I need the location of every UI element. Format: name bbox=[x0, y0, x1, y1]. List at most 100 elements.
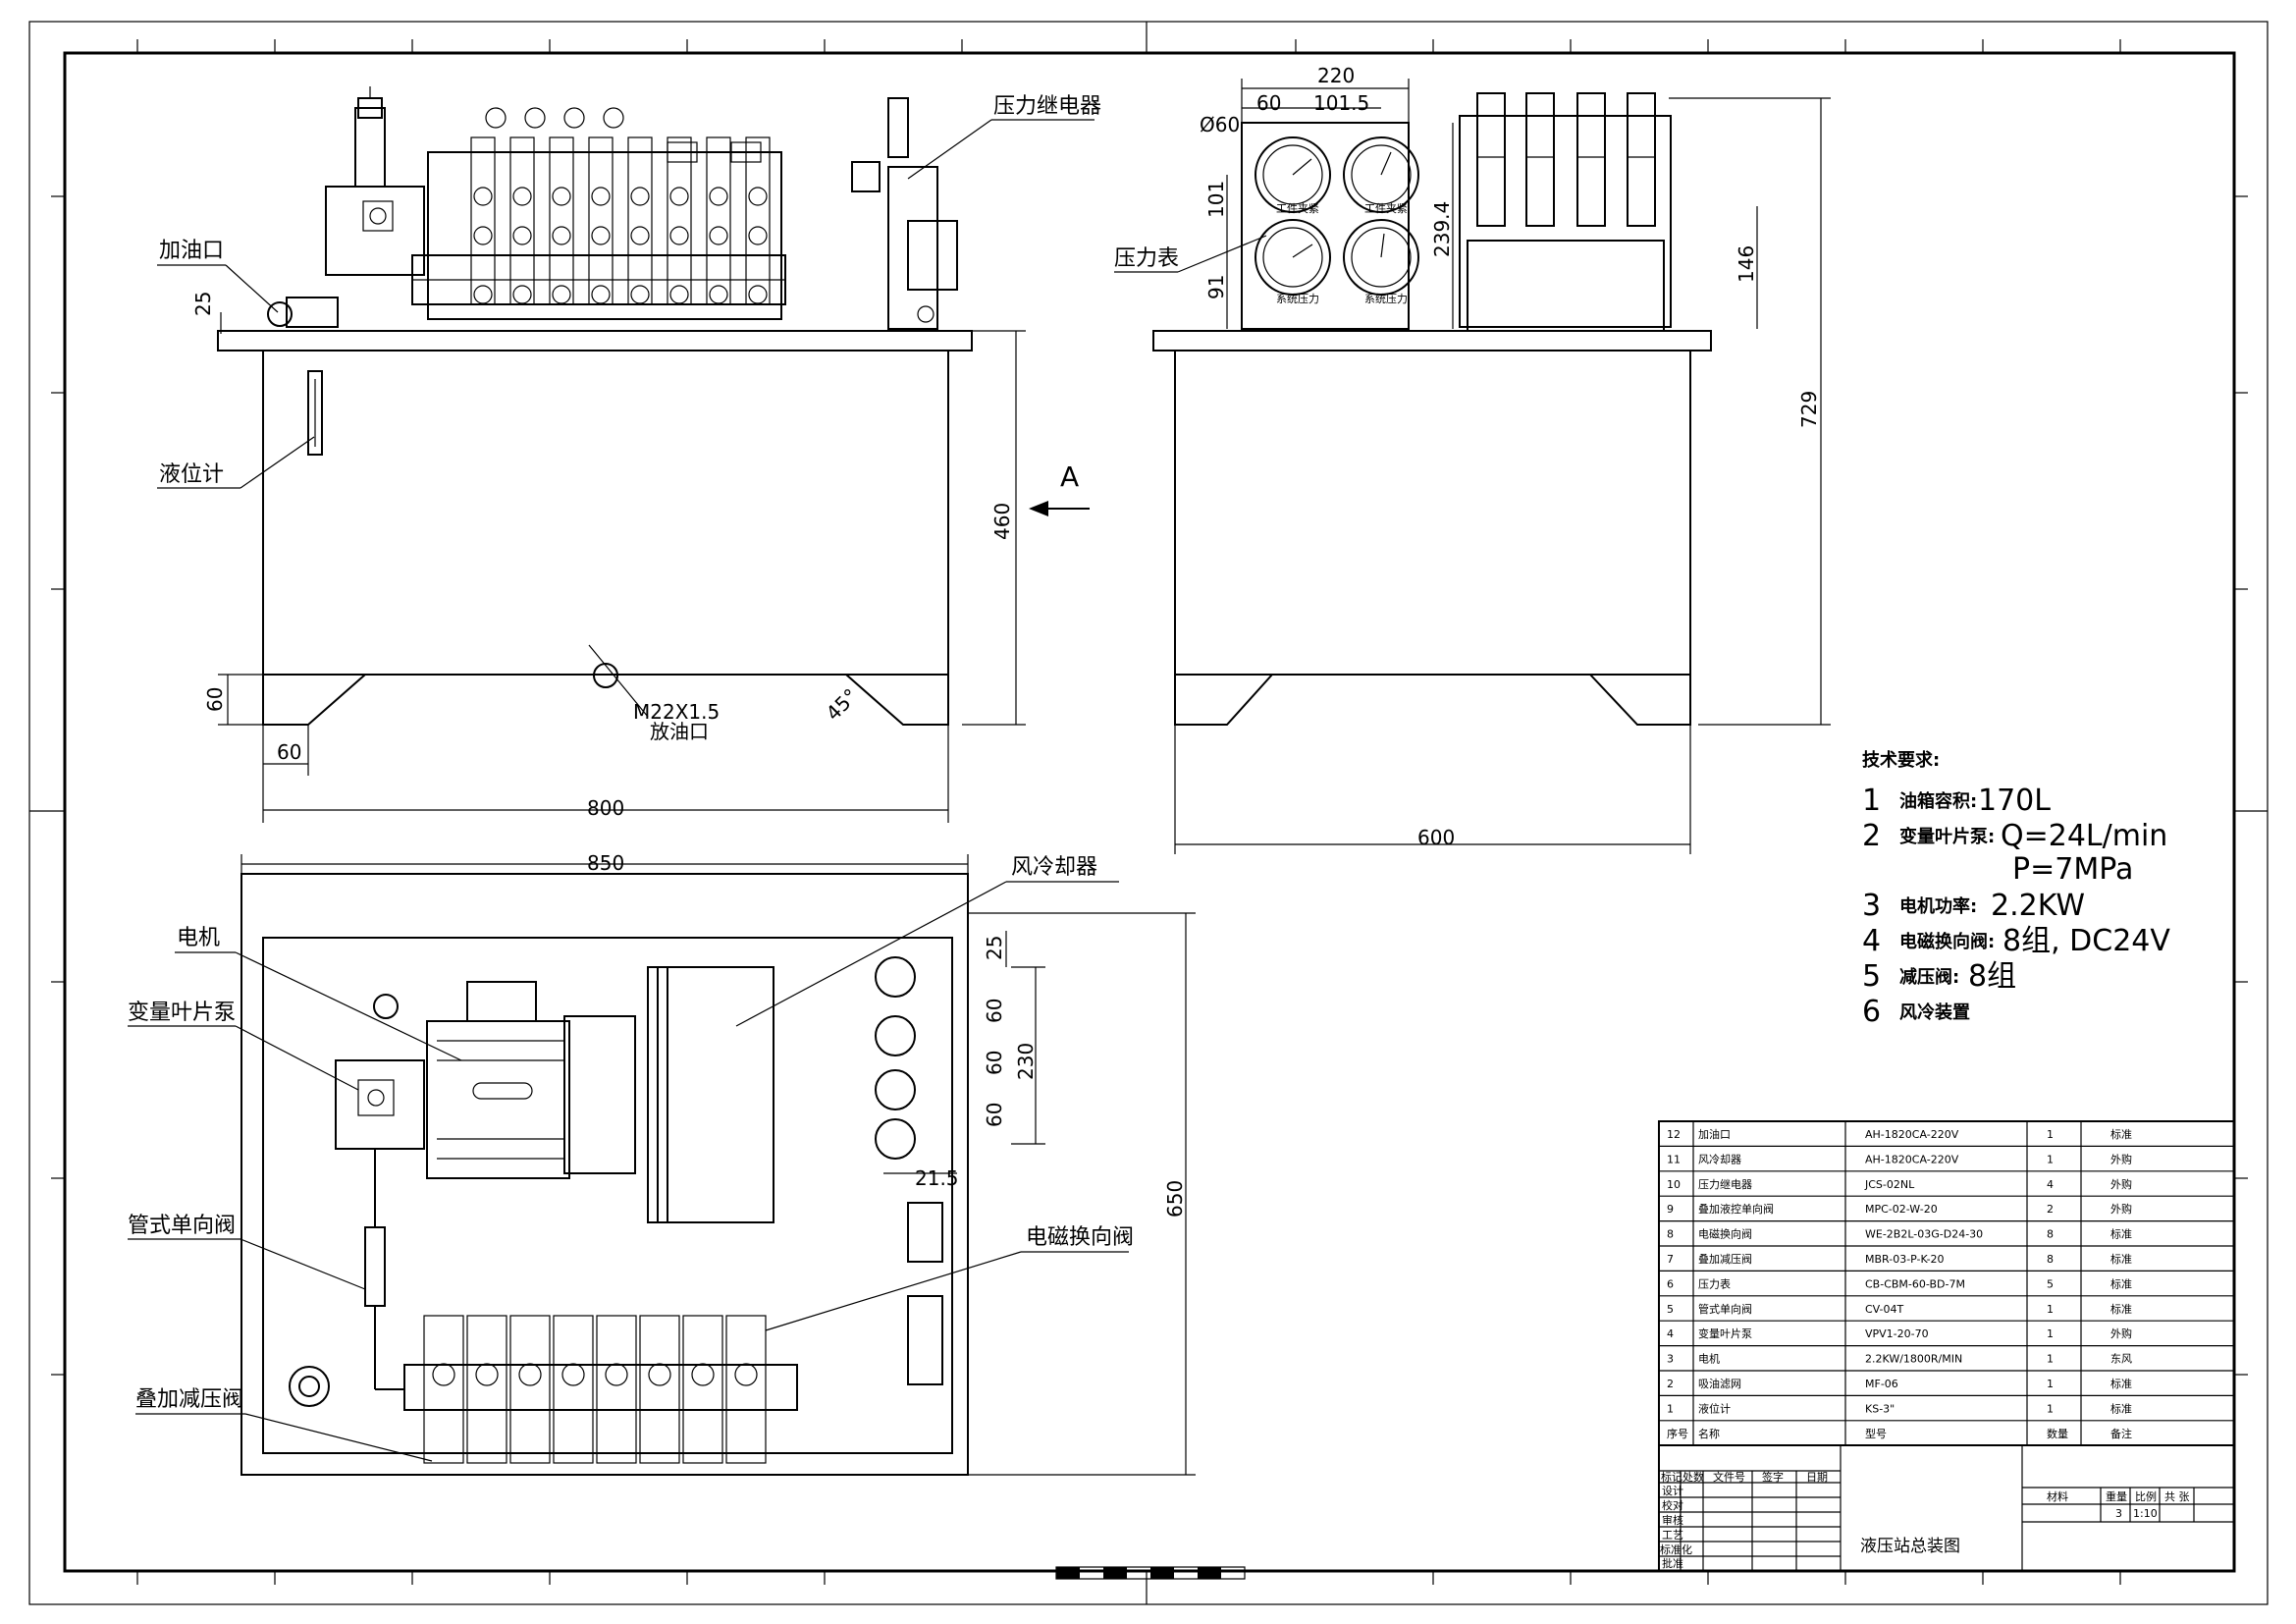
parts-cell: 12 bbox=[1667, 1128, 1681, 1141]
parts-cell: 8 bbox=[1667, 1228, 1674, 1241]
req-value: 8组, DC24V bbox=[2002, 924, 2170, 958]
motor-body bbox=[426, 1020, 570, 1179]
parts-cell: 电机 bbox=[1698, 1352, 1720, 1366]
cooler-top bbox=[657, 966, 774, 1223]
fill-port bbox=[286, 297, 339, 328]
parts-cell: 加油口 bbox=[1698, 1127, 1731, 1141]
parts-cell: 标准 bbox=[2110, 1227, 2132, 1241]
parts-cell: AH-1820CA-220V bbox=[1865, 1128, 1959, 1141]
parts-cell: 8 bbox=[2047, 1253, 2054, 1266]
parts-cell: AH-1820CA-220V bbox=[1865, 1153, 1959, 1165]
dim-21-5: 21.5 bbox=[915, 1166, 959, 1190]
parts-cell: 标准 bbox=[2110, 1401, 2132, 1415]
parts-cell: 标准 bbox=[2110, 1377, 2132, 1390]
title-row-standard: 标准化 bbox=[1660, 1543, 1692, 1556]
req-value: 8组 bbox=[1968, 959, 2016, 994]
level-gauge-glass bbox=[307, 370, 323, 456]
parts-cell: 6 bbox=[1667, 1277, 1674, 1290]
dimension-lines bbox=[218, 79, 1831, 1476]
gauge-label-c: 系统压力 bbox=[1276, 293, 1319, 305]
dim-60-foot: 60 bbox=[203, 687, 227, 712]
dim-45: 45° bbox=[822, 683, 863, 725]
tank-lid bbox=[217, 330, 973, 352]
parts-cell: 2 bbox=[2047, 1203, 2054, 1216]
side-tank-feet bbox=[1174, 674, 1691, 726]
req-num: 6 bbox=[1862, 995, 1881, 1029]
parts-cell: 标准 bbox=[2110, 1252, 2132, 1266]
req-label: 电磁换向阀: bbox=[1899, 931, 1995, 952]
parts-cell: 11 bbox=[1667, 1153, 1681, 1165]
req-title: 技术要求: bbox=[1862, 749, 1940, 771]
parts-cell: 外购 bbox=[2110, 1177, 2132, 1191]
req-num: 4 bbox=[1862, 924, 1881, 958]
parts-cell: CV-04T bbox=[1865, 1303, 1904, 1316]
leader-lines bbox=[128, 119, 1267, 1462]
label-pressure-gauge: 压力表 bbox=[1114, 246, 1179, 271]
parts-cell: 1 bbox=[2047, 1378, 2054, 1390]
parts-cell: 1 bbox=[2047, 1153, 2054, 1165]
dim-230: 230 bbox=[1014, 1043, 1038, 1080]
tank-feet bbox=[262, 674, 949, 726]
dim-60-a: 60 bbox=[983, 999, 1006, 1023]
parts-cell: 10 bbox=[1667, 1178, 1681, 1191]
dim-101-5: 101.5 bbox=[1313, 91, 1369, 115]
dim-91: 91 bbox=[1204, 275, 1228, 299]
pump-top bbox=[335, 1059, 425, 1150]
label-view-arrow: A bbox=[1060, 460, 1079, 493]
dim-800: 800 bbox=[587, 796, 624, 820]
parts-cell: KS-3" bbox=[1865, 1402, 1895, 1415]
dim-650: 650 bbox=[1163, 1180, 1187, 1218]
parts-cell: 外购 bbox=[2110, 1326, 2132, 1340]
parts-cell: 标准 bbox=[2110, 1302, 2132, 1316]
parts-cell: 吸油滤网 bbox=[1698, 1377, 1741, 1390]
dim-25-top: 25 bbox=[191, 292, 215, 316]
title-block: 标记 处数 文件号 签字 日期 设计 校对 审核 工艺 标准化 批准 液压站总装… bbox=[1658, 1444, 2235, 1572]
title-row-process: 工艺 bbox=[1662, 1529, 1683, 1542]
req-label: 电机功率: bbox=[1899, 895, 1977, 917]
parts-cell: 2 bbox=[1667, 1378, 1674, 1390]
label-level-gauge: 液位计 bbox=[159, 462, 224, 487]
req-value: 2.2KW bbox=[1991, 889, 2085, 923]
req-label: 油箱容积: bbox=[1899, 790, 1977, 812]
parts-cell: 2.2KW/1800R/MIN bbox=[1865, 1353, 1962, 1366]
req-num: 2 bbox=[1862, 819, 1881, 853]
relays-top bbox=[875, 956, 943, 1385]
parts-cell: 8 bbox=[2047, 1228, 2054, 1241]
parts-cell: 5 bbox=[2047, 1277, 2054, 1290]
dim-25-valve: 25 bbox=[983, 936, 1006, 960]
title-weight: 重量 bbox=[2106, 1489, 2127, 1503]
label-vane-pump: 变量叶片泵 bbox=[128, 1001, 236, 1025]
parts-cell: 叠加减压阀 bbox=[1698, 1252, 1752, 1266]
parts-cell: 1 bbox=[2047, 1303, 2054, 1316]
parts-cell: 管式单向阀 bbox=[1698, 1302, 1752, 1316]
req-num: 5 bbox=[1862, 959, 1881, 994]
title-row-design: 设计 bbox=[1662, 1485, 1683, 1497]
title-sheet: 共 张 bbox=[2164, 1490, 2190, 1503]
relay-valves-side bbox=[1476, 92, 1656, 227]
parts-cell: MF-06 bbox=[1865, 1378, 1898, 1390]
gauge-label-b: 工件夹紧 bbox=[1364, 202, 1408, 215]
side-tank-body bbox=[1174, 350, 1691, 676]
gauge-panel bbox=[1241, 122, 1410, 330]
parts-header: 备注 bbox=[2110, 1427, 2132, 1440]
valve-stacks bbox=[470, 107, 771, 305]
parts-cell: 1 bbox=[2047, 1128, 2054, 1141]
gauge-label-d: 系统压力 bbox=[1364, 293, 1408, 305]
parts-cell: 风冷却器 bbox=[1698, 1153, 1741, 1165]
parts-cell: 5 bbox=[1667, 1303, 1674, 1316]
parts-cell: 4 bbox=[2047, 1178, 2054, 1191]
parts-cell: MPC-02-W-20 bbox=[1865, 1203, 1938, 1216]
label-air-cooler: 风冷却器 bbox=[1011, 855, 1097, 880]
check-valve-top bbox=[364, 1226, 386, 1307]
dim-phi60: Ø60 bbox=[1200, 113, 1240, 136]
title-col-mark: 标记 bbox=[1661, 1470, 1682, 1484]
parts-cell: 7 bbox=[1667, 1253, 1674, 1266]
parts-cell: 标准 bbox=[2110, 1127, 2132, 1141]
solenoid-valves-top bbox=[423, 1315, 767, 1464]
arrow-A bbox=[1029, 501, 1090, 516]
top-view bbox=[240, 873, 969, 1476]
dim-239-4: 239.4 bbox=[1430, 201, 1454, 257]
req-label: 减压阀: bbox=[1899, 966, 1959, 988]
req-num: 1 bbox=[1862, 784, 1881, 818]
